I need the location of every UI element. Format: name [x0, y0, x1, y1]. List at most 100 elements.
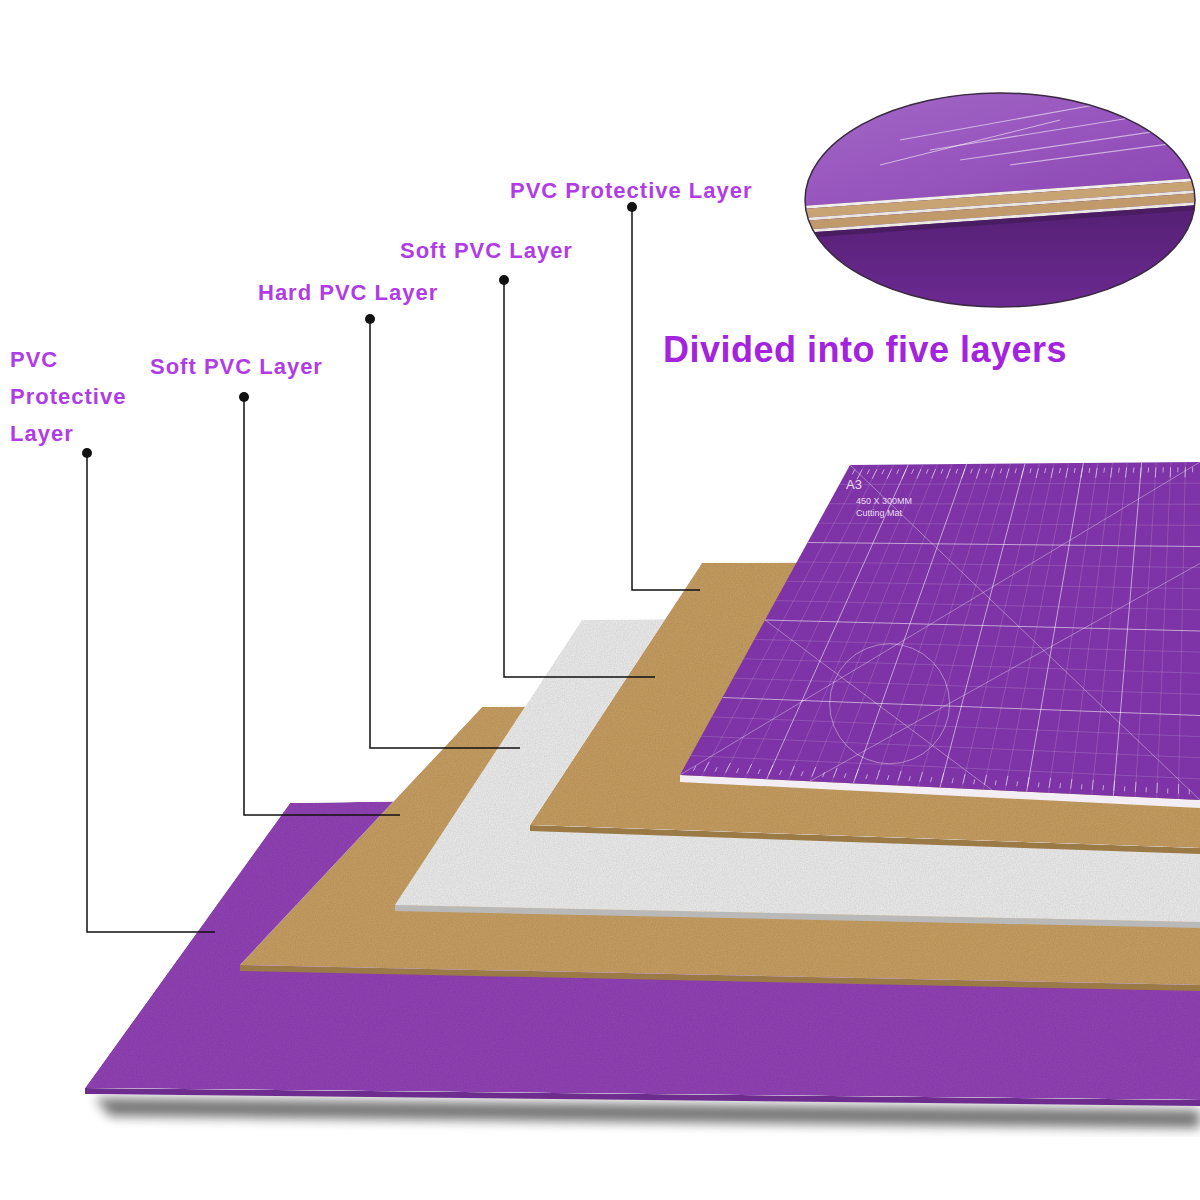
- ruler-tick: [947, 469, 951, 479]
- ruler-tick: [1124, 786, 1125, 791]
- inset-border: [805, 93, 1195, 307]
- ruler-tick: [926, 469, 928, 474]
- grid-line: [754, 639, 1200, 652]
- ruler-tick: [1125, 468, 1126, 478]
- ruler-tick: [852, 470, 854, 475]
- grid-line: [744, 659, 1200, 674]
- ruler-tick: [1113, 781, 1115, 791]
- ruler-tick: [1028, 777, 1030, 787]
- ruler-tick: [887, 775, 889, 780]
- angle-line: [850, 465, 1200, 800]
- grid-line: [786, 581, 1200, 589]
- ruler-tick: [1059, 468, 1060, 473]
- ruler-tick: [1006, 468, 1009, 478]
- ruler-tick: [867, 469, 869, 474]
- ruler-tick: [971, 469, 973, 474]
- ruler-tick: [736, 768, 738, 773]
- ruler-tick: [984, 775, 986, 785]
- layer-label: Soft PVC Layer: [150, 348, 400, 385]
- inset-closeup: [800, 90, 1200, 310]
- ruler-tick: [1146, 787, 1147, 792]
- ruler-tick: [1038, 782, 1040, 787]
- ruler-tick: [1059, 783, 1061, 788]
- ruler-tick: [1021, 468, 1024, 478]
- ruler-tick: [1140, 468, 1142, 478]
- ruler-tick: [962, 469, 965, 479]
- ruler-tick: [898, 771, 901, 781]
- layer-label: PVC Protective Layer: [10, 341, 168, 452]
- grid-line: [839, 483, 1200, 484]
- ruler-tick: [902, 469, 906, 478]
- ruler-tick: [844, 773, 846, 778]
- ruler-tick: [941, 469, 943, 474]
- leader-lines: [87, 207, 700, 932]
- ruler-tick: [801, 771, 803, 776]
- ruler-tick: [941, 773, 944, 783]
- mat-dimension-print: 450 X 300MM: [856, 497, 946, 507]
- ruler-tick: [976, 469, 979, 479]
- ruler-tick: [1156, 783, 1157, 793]
- ruler-tick: [1081, 468, 1083, 478]
- ruler-tick: [1177, 467, 1178, 472]
- grid-line: [818, 523, 1200, 525]
- ruler-tick: [1111, 468, 1112, 478]
- ruler-tick: [917, 469, 921, 478]
- ruler-tick: [1102, 785, 1103, 790]
- ruler-tick: [790, 766, 794, 775]
- ruler-tick: [1071, 779, 1072, 789]
- heading: Divided into five layers: [663, 328, 1067, 372]
- mat-name-print: Cutting Mat: [856, 509, 946, 519]
- ruler-tick: [991, 469, 994, 479]
- ruler-tick: [780, 770, 782, 775]
- ruler-tick: [897, 469, 899, 474]
- ruler-tick: [726, 763, 731, 772]
- mat-grid: [680, 462, 1200, 800]
- ruler-tick: [1170, 467, 1171, 477]
- ruler-tick: [1155, 467, 1157, 477]
- grid-line: [797, 562, 1200, 568]
- ruler-tick: [1066, 468, 1068, 478]
- ruler-tick: [1148, 467, 1149, 472]
- grid-line: [712, 717, 1200, 737]
- grid-line: [765, 620, 1200, 631]
- ruler-tick: [1051, 468, 1053, 478]
- ruler-tick: [812, 767, 816, 777]
- layer-label: Soft PVC Layer: [400, 232, 660, 269]
- ruler-tick: [693, 766, 695, 771]
- ruler-tick: [974, 779, 975, 784]
- ruler-tick: [855, 769, 858, 779]
- ruler-tick: [1081, 784, 1083, 789]
- ruler-tick: [956, 469, 958, 474]
- grid-line: [701, 736, 1200, 758]
- ruler-tick: [1096, 468, 1097, 478]
- angle-line: [810, 563, 1200, 781]
- ruler-tick: [932, 469, 936, 479]
- ruler-tick: [1178, 784, 1179, 794]
- ruler-tick: [823, 772, 825, 777]
- ruler-tick: [747, 764, 751, 773]
- ruler-tick: [715, 767, 717, 772]
- ruler-tick: [1192, 467, 1193, 472]
- ruler-tick: [1016, 781, 1018, 786]
- ruler-tick: [887, 469, 891, 478]
- ruler-tick: [1135, 782, 1137, 792]
- ruler-tick: [963, 774, 965, 784]
- ruler-tick: [872, 469, 877, 478]
- ruler-tick: [1163, 467, 1164, 472]
- ruler-tick: [1049, 778, 1050, 788]
- ruler-tick: [833, 768, 837, 778]
- ruler-tick: [866, 774, 868, 779]
- layer-label: Hard PVC Layer: [258, 274, 518, 311]
- ruler-tick: [952, 778, 953, 783]
- ruler-tick: [1045, 468, 1046, 473]
- ruler-tick: [911, 469, 913, 474]
- angle-line: [765, 620, 992, 790]
- ruler-tick: [1092, 780, 1093, 790]
- mat-size-print: A3: [846, 478, 906, 492]
- ruler-tick: [1030, 468, 1031, 473]
- ruler-tick: [930, 777, 931, 782]
- ruler-tick: [1185, 467, 1186, 477]
- ruler-tick: [1074, 468, 1076, 473]
- cutting-mat-top: [680, 462, 1200, 800]
- grid-line: [691, 756, 1200, 779]
